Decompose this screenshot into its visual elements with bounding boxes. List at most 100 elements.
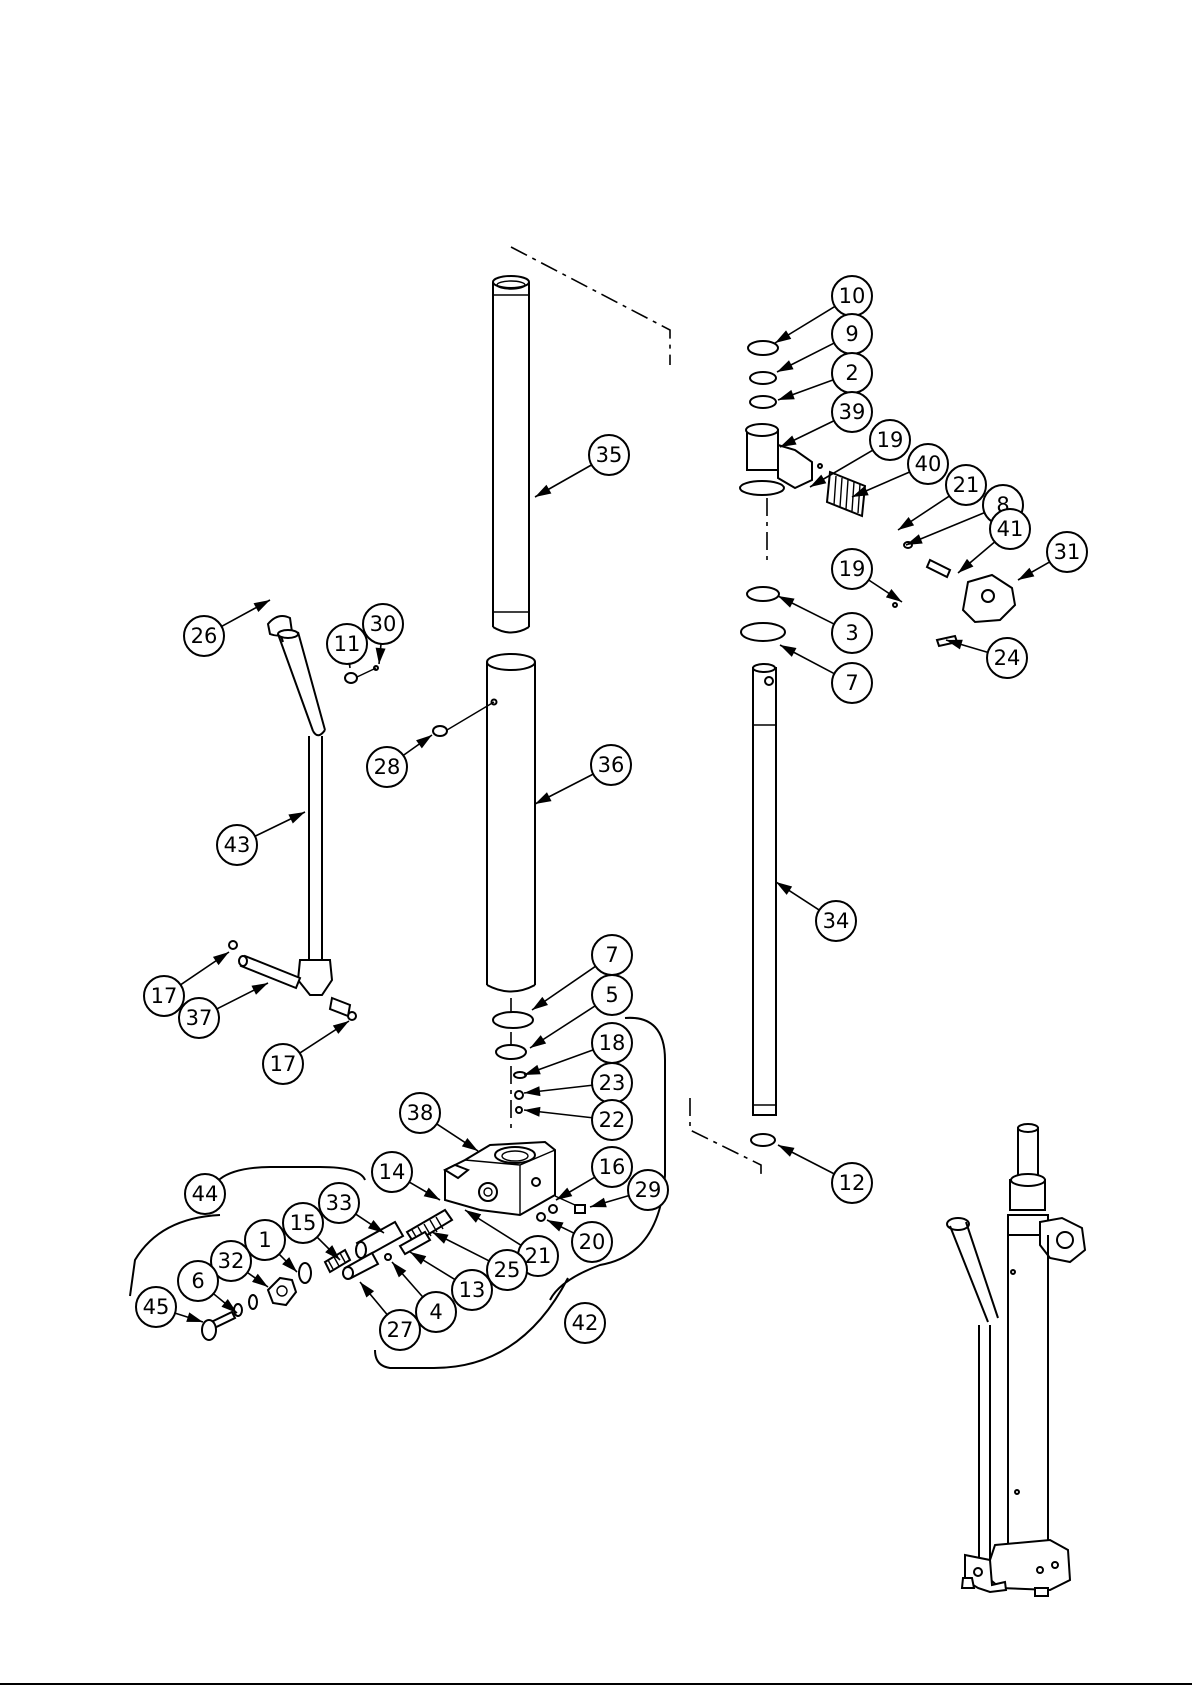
- callout-number: 28: [374, 755, 401, 779]
- callout-1: 1: [245, 1220, 285, 1260]
- callout-number: 9: [845, 322, 858, 346]
- callout-19: 19: [870, 420, 910, 460]
- callout-34: 34: [816, 901, 856, 941]
- base-housing-part: [445, 1142, 555, 1215]
- callout-14: 14: [372, 1152, 412, 1192]
- leader-arrowhead: [251, 983, 268, 995]
- callout-number: 40: [915, 452, 942, 476]
- leader-arrowhead: [780, 436, 797, 447]
- callout-number: 27: [387, 1318, 414, 1342]
- callout-number: 23: [599, 1071, 626, 1095]
- callout-number: 21: [525, 1244, 552, 1268]
- callout-31: 31: [1047, 532, 1087, 572]
- callout-17: 17: [144, 976, 184, 1016]
- callout-number: 36: [598, 753, 625, 777]
- callout-44: 44: [185, 1174, 225, 1214]
- leader-arrowhead: [410, 1252, 426, 1265]
- callout-labels: 1092391940218413119243735263011283643341…: [136, 276, 1087, 1350]
- callout-number: 21: [953, 473, 980, 497]
- callout-33: 33: [319, 1183, 359, 1223]
- leader-arrowhead: [462, 1138, 478, 1151]
- leader-arrowhead: [368, 1220, 384, 1233]
- leader-arrowhead: [778, 390, 795, 400]
- callout-number: 22: [599, 1108, 626, 1132]
- leader-arrowhead: [778, 596, 795, 608]
- callout-number: 30: [370, 612, 397, 636]
- callout-30: 30: [363, 604, 403, 644]
- leader-arrowhead: [424, 1188, 440, 1200]
- callout-4: 4: [416, 1292, 456, 1332]
- leader-arrowhead: [775, 330, 791, 343]
- callout-40: 40: [908, 444, 948, 484]
- leader-arrowhead: [1018, 568, 1034, 580]
- callout-number: 10: [839, 284, 866, 308]
- callout-number: 32: [218, 1249, 245, 1273]
- callout-number: 12: [839, 1171, 866, 1195]
- callout-number: 3: [845, 621, 858, 645]
- leader-arrowhead: [376, 648, 386, 664]
- callout-2: 2: [832, 353, 872, 393]
- callout-number: 5: [605, 983, 618, 1007]
- callout-number: 29: [635, 1178, 662, 1202]
- callout-number: 44: [192, 1182, 219, 1206]
- callout-15: 15: [283, 1203, 323, 1243]
- leader-arrowhead: [535, 485, 551, 497]
- callout-number: 39: [839, 400, 866, 424]
- callout-24: 24: [987, 638, 1027, 678]
- leader-arrowhead: [898, 517, 914, 530]
- callout-38: 38: [400, 1093, 440, 1133]
- callout-39: 39: [832, 392, 872, 432]
- leader-arrowhead: [333, 1021, 349, 1034]
- handle-part: [229, 616, 494, 1020]
- callout-number: 26: [191, 624, 218, 648]
- leader-arrowhead: [530, 1035, 546, 1048]
- callout-41: 41: [990, 509, 1030, 549]
- callout-25: 25: [487, 1250, 527, 1290]
- leader-arrowhead: [186, 1312, 203, 1322]
- callout-number: 17: [270, 1052, 297, 1076]
- leader-arrowhead: [432, 1232, 449, 1244]
- callout-37: 37: [179, 998, 219, 1038]
- leader-arrowhead: [524, 1107, 540, 1117]
- callout-17: 17: [263, 1044, 303, 1084]
- callout-19: 19: [832, 549, 872, 589]
- callout-number: 33: [326, 1191, 353, 1215]
- callout-number: 7: [845, 671, 858, 695]
- callout-number: 19: [839, 557, 866, 581]
- callout-11: 11: [327, 624, 367, 664]
- callout-number: 14: [379, 1160, 406, 1184]
- callout-7: 7: [592, 935, 632, 975]
- callout-27: 27: [380, 1310, 420, 1350]
- leader-arrowhead: [535, 792, 552, 804]
- callout-number: 4: [429, 1300, 442, 1324]
- callout-20: 20: [572, 1222, 612, 1262]
- callout-number: 34: [823, 909, 850, 933]
- callout-number: 16: [599, 1155, 626, 1179]
- callout-number: 13: [459, 1278, 486, 1302]
- callout-21: 21: [946, 465, 986, 505]
- leader-arrowhead: [777, 360, 794, 372]
- callout-18: 18: [592, 1023, 632, 1063]
- callout-29: 29: [628, 1170, 668, 1210]
- assembled-view: [947, 1124, 1085, 1596]
- callout-42: 42: [565, 1303, 605, 1343]
- callout-26: 26: [184, 616, 224, 656]
- leader-arrowhead: [254, 600, 270, 612]
- callout-45: 45: [136, 1287, 176, 1327]
- callout-number: 6: [191, 1269, 204, 1293]
- callout-9: 9: [832, 314, 872, 354]
- callout-number: 11: [334, 632, 361, 656]
- leader-arrowhead: [778, 1145, 795, 1157]
- callout-number: 25: [494, 1258, 521, 1282]
- leader-arrowhead: [556, 1188, 572, 1200]
- callout-10: 10: [832, 276, 872, 316]
- lower-tube-part: [487, 654, 535, 1130]
- callout-22: 22: [592, 1100, 632, 1140]
- leader-arrowhead: [524, 1065, 541, 1075]
- leader-arrowhead: [547, 1220, 564, 1232]
- callout-number: 38: [407, 1101, 434, 1125]
- callout-number: 35: [596, 443, 623, 467]
- callout-number: 43: [224, 833, 251, 857]
- callout-number: 42: [572, 1311, 599, 1335]
- callout-number: 45: [143, 1295, 170, 1319]
